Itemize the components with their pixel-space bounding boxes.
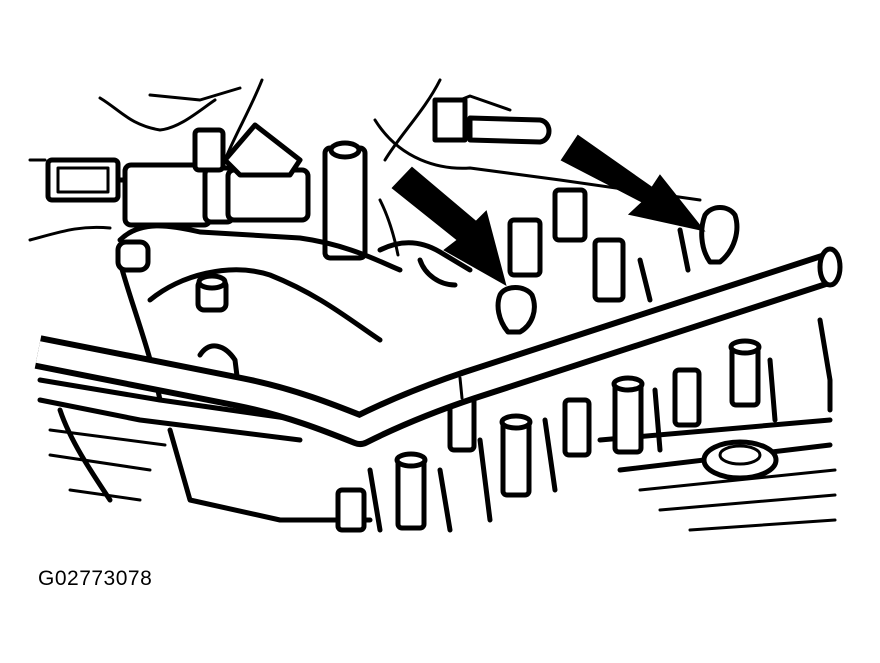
lower-engine-block bbox=[37, 317, 837, 532]
background-engine-lines bbox=[28, 78, 702, 242]
arrow-pointer-left bbox=[391, 166, 507, 287]
fuel-injectors bbox=[335, 338, 778, 533]
engine-fuel-rail-diagram bbox=[28, 78, 843, 533]
throttle-body-assembly bbox=[45, 122, 368, 261]
figure-caption-id: G02773078 bbox=[38, 567, 153, 590]
upper-right-connectors bbox=[417, 97, 740, 335]
intake-plenum bbox=[115, 198, 473, 403]
fuel-rail bbox=[34, 246, 843, 447]
arrow-pointer-right bbox=[560, 134, 706, 232]
